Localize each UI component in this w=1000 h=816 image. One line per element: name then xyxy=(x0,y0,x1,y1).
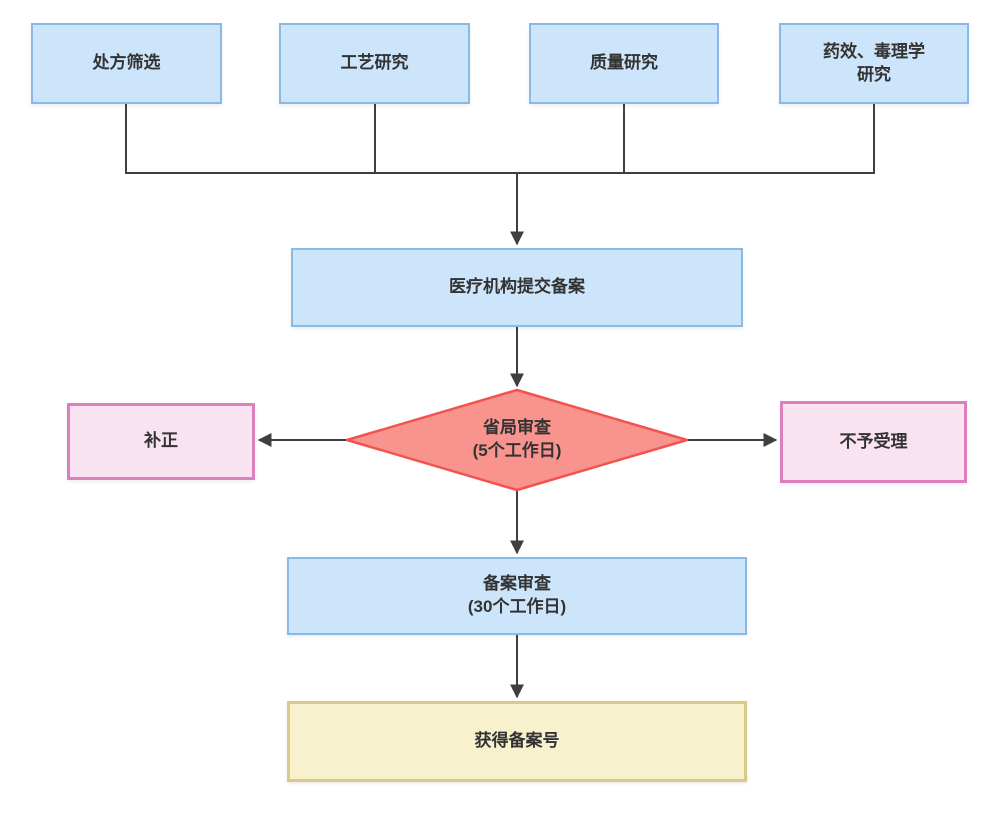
node-prescription-screening: 处方筛选 xyxy=(31,23,222,104)
node-institution-submit-filing: 医疗机构提交备案 xyxy=(291,248,743,327)
connector-top-fanin xyxy=(125,104,875,174)
node-correction: 补正 xyxy=(67,403,255,480)
node-label: 质量研究 xyxy=(590,53,658,73)
decision-diamond-shape xyxy=(345,388,689,492)
node-label: 补正 xyxy=(144,431,178,451)
node-quality-research: 质量研究 xyxy=(529,23,719,104)
node-label: 处方筛选 xyxy=(92,53,161,73)
node-label: 获得备案号 xyxy=(474,731,560,751)
node-not-accepted: 不予受理 xyxy=(780,401,967,483)
node-label: 工艺研究 xyxy=(340,53,409,73)
node-label: 备案审查 (30个工作日) xyxy=(467,574,567,616)
node-label: 不予受理 xyxy=(839,431,908,451)
node-efficacy-toxicology-research: 药效、毒理学 研究 xyxy=(779,23,969,104)
node-filing-review: 备案审查 (30个工作日) xyxy=(287,557,747,635)
node-label: 药效、毒理学 研究 xyxy=(823,41,925,84)
node-obtain-filing-number: 获得备案号 xyxy=(287,701,747,782)
node-process-research: 工艺研究 xyxy=(279,23,470,104)
node-label: 医疗机构提交备案 xyxy=(449,277,585,297)
